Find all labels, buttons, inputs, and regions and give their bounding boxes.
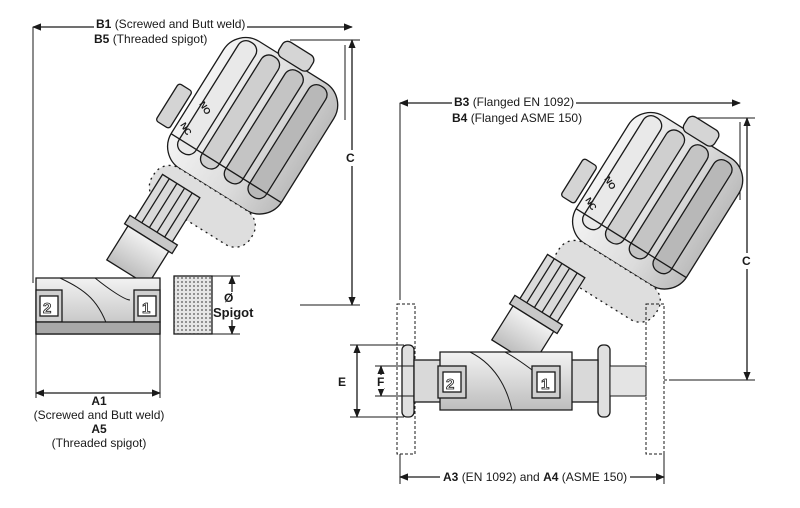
- right-port-1: 1: [541, 376, 549, 393]
- right-clamp-left: [401, 344, 415, 418]
- right-flange-right: [645, 303, 665, 455]
- right-air-port: [561, 158, 597, 204]
- a4-text: (ASME 150): [561, 470, 628, 484]
- right-clamp-right: [597, 344, 611, 418]
- b4-code: B4: [452, 111, 468, 125]
- b3-code: B3: [454, 95, 470, 109]
- a4-code: A4: [543, 470, 559, 484]
- right-valve: NO NC 2 1: [350, 99, 755, 484]
- b4-text: (Flanged ASME 150): [470, 111, 583, 125]
- left-stem: [105, 173, 201, 287]
- b1-code: B1: [96, 17, 112, 31]
- left-actuator: [148, 36, 339, 248]
- left-threaded-spigot: [173, 275, 213, 335]
- right-c-label: C: [742, 253, 751, 269]
- right-e-label: E: [338, 375, 347, 389]
- left-top-label-b5: B5 (Threaded spigot): [94, 32, 207, 46]
- left-c-label: C: [346, 150, 355, 166]
- left-port-2: 2: [43, 300, 51, 317]
- b1-text: (Screwed and Butt weld): [114, 17, 246, 31]
- left-air-port: [156, 83, 192, 129]
- right-top-label-b4: B4 (Flanged ASME 150): [452, 111, 582, 125]
- left-port-1: 1: [142, 300, 150, 317]
- left-bottom-label-a1-text: (Screwed and Butt weld): [33, 408, 165, 422]
- right-f-label: F: [377, 375, 385, 389]
- right-actuator: [553, 111, 744, 323]
- left-top-label-b1: B1 (Screwed and Butt weld): [94, 17, 248, 31]
- b5-text: (Threaded spigot): [112, 32, 208, 46]
- right-bottom-label: A3 (EN 1092) and A4 (ASME 150): [440, 470, 631, 484]
- left-valve: NO NC 2 1: [32, 23, 360, 398]
- b5-code: B5: [94, 32, 110, 46]
- left-bottom-label-a1: A1: [91, 394, 107, 408]
- right-top-label-b3: B3 (Flanged EN 1092): [452, 95, 577, 109]
- spigot-label: Spigot: [213, 305, 254, 320]
- left-bottom-label-a5-text: (Threaded spigot): [51, 436, 147, 450]
- a3-text: (EN 1092) and: [461, 470, 540, 484]
- b3-text: (Flanged EN 1092): [472, 95, 575, 109]
- spigot-symbol: Ø: [224, 291, 234, 305]
- left-bottom-label-a5: A5: [91, 422, 107, 436]
- right-port-2: 2: [446, 376, 454, 393]
- right-stem: [490, 253, 586, 367]
- a3-code: A3: [443, 470, 459, 484]
